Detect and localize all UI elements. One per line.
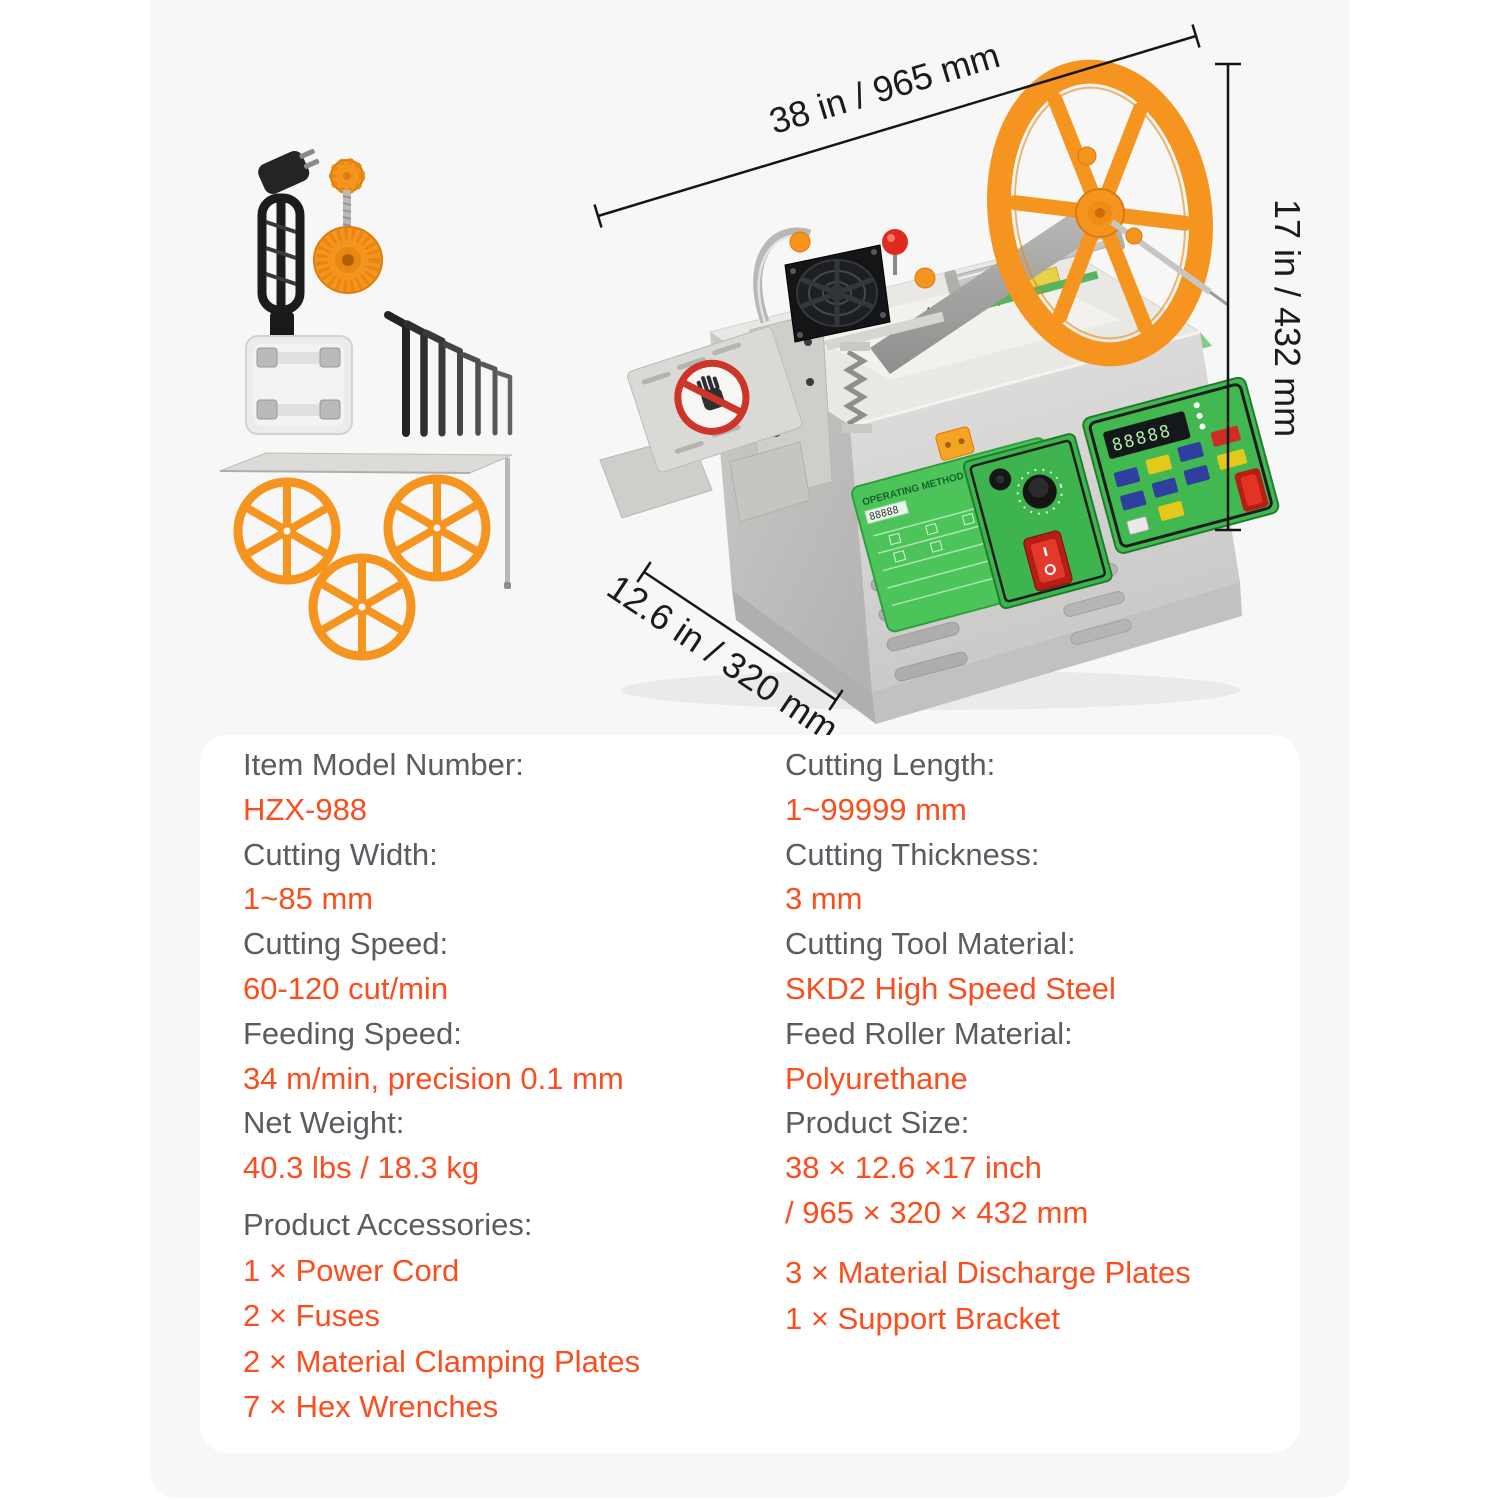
machine-illustration: 88888 OPERATING METHOD — [599, 59, 1280, 724]
spec-label: Feed Roller Material: — [785, 1015, 1073, 1051]
spec-label: Net Weight: — [243, 1105, 405, 1141]
panel-buttons — [1113, 425, 1247, 535]
accessories-list: Product Accessories: 1 × Power Cord 2 × … — [243, 1203, 773, 1431]
panel-power-switch — [1234, 468, 1269, 512]
knob-panel — [962, 433, 1113, 610]
hex-wrenches-icon — [384, 311, 513, 437]
orange-connector — [935, 426, 975, 461]
accessory-item: 7 × Hex Wrenches — [243, 1389, 499, 1425]
accessories-illustration — [219, 148, 513, 661]
spec-value: 38 × 12.6 ×17 inch — [785, 1150, 1042, 1186]
spec-label: Cutting Length: — [785, 747, 996, 782]
orange-thumbscrew — [789, 231, 811, 253]
spec-label: Cutting Thickness: — [785, 836, 1040, 872]
cooling-fan-icon — [784, 244, 891, 343]
depth-dimension-label: 12.6 in / 320 mm — [600, 566, 846, 735]
spec-value: SKD2 High Speed Steel — [785, 970, 1116, 1006]
outfeed-tray — [729, 441, 811, 523]
spec-label: Product Size: — [785, 1105, 970, 1141]
discharge-wheel-icon — [308, 553, 416, 661]
spec-label: Cutting Tool Material: — [785, 926, 1076, 962]
spec-value: 34 m/min, precision 0.1 mm — [243, 1060, 624, 1096]
accessory-item: 2 × Material Clamping Plates — [243, 1343, 641, 1379]
spec-value: Polyurethane — [785, 1060, 968, 1096]
height-dimension-label: 17 in / 432 mm — [1267, 199, 1308, 437]
dimension-annotations: 38 in / 965 mm 17 in / 432 mm 12.6 in / … — [593, 24, 1308, 735]
spec-column-right: Cutting Length: 1~99999 mm Cutting Thick… — [785, 743, 1290, 1342]
discharge-wheel-icon — [383, 474, 491, 582]
accessory-item: 1 × Support Bracket — [785, 1300, 1060, 1336]
discharge-wheel-icon — [233, 477, 341, 585]
depth-dimension-line — [636, 561, 844, 711]
accessory-item: 3 × Material Discharge Plates — [785, 1255, 1191, 1291]
fuse-icon — [256, 399, 341, 420]
spec-label: Cutting Width: — [243, 836, 438, 872]
spec-card: Item Model Number: HZX-988 Cutting Width… — [200, 735, 1300, 1453]
support-bracket-icon — [219, 452, 513, 589]
accessories-list-right: 3 × Material Discharge Plates 1 × Suppor… — [785, 1251, 1290, 1342]
spec-value: / 965 × 320 × 432 mm — [785, 1194, 1089, 1230]
orange-thumbscrew — [914, 267, 936, 289]
spec-column-left: Item Model Number: HZX-988 Cutting Width… — [243, 743, 773, 1430]
width-dimension-label: 38 in / 965 mm — [764, 34, 1004, 142]
spec-label: Item Model Number: — [243, 747, 524, 782]
spec-value: 60-120 cut/min — [243, 970, 449, 1006]
spec-value: 40.3 lbs / 18.3 kg — [243, 1150, 480, 1186]
warning-plate — [627, 326, 803, 473]
spec-value: 1~85 mm — [243, 881, 374, 917]
spec-label: Cutting Speed: — [243, 926, 449, 962]
fuse-box-icon — [245, 335, 353, 435]
cutting-head — [627, 227, 975, 523]
digital-display — [1103, 411, 1191, 459]
spec-value: 3 mm — [785, 881, 863, 917]
fuse-icon — [256, 347, 341, 368]
reel-lock-knob — [1125, 227, 1143, 245]
clamp-knob-icon — [313, 158, 383, 294]
accessory-item: 1 × Power Cord — [243, 1252, 460, 1288]
pressure-spring — [843, 349, 868, 427]
accessory-item: 2 × Fuses — [243, 1298, 380, 1334]
discharge-wheels-icon — [233, 474, 491, 661]
power-switch — [1023, 530, 1073, 592]
accessories-heading: Product Accessories: — [243, 1207, 533, 1243]
reel-arm — [870, 202, 1108, 374]
height-dimension-line — [1215, 62, 1241, 532]
spec-value: HZX-988 — [243, 791, 368, 827]
spec-label: Feeding Speed: — [243, 1015, 462, 1051]
no-hands-warning-icon — [674, 359, 750, 435]
reel-lock-knob — [1077, 146, 1097, 166]
control-panel: 88888 — [1082, 376, 1280, 554]
spec-value: 1~99999 mm — [785, 791, 967, 827]
width-dimension-line — [593, 24, 1201, 228]
reel-wheel — [987, 59, 1213, 367]
